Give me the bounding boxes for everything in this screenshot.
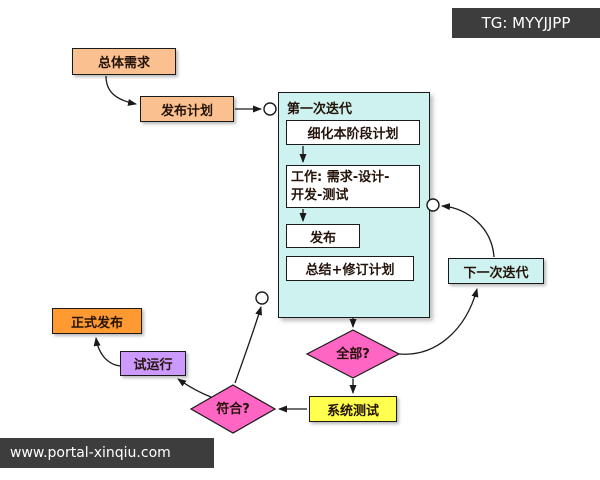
decision-all-diamond <box>305 329 401 379</box>
connector-circle-right <box>426 198 440 212</box>
next-iteration-box: 下一次迭代 <box>448 258 544 284</box>
arrow-next-to-connector <box>441 203 495 258</box>
release-step: 发布 <box>286 224 360 248</box>
system-test-box: 系统测试 <box>309 396 397 422</box>
summary-step: 总结+修订计划 <box>286 256 414 281</box>
release-plan-box: 发布计划 <box>140 96 234 122</box>
refine-plan-step: 细化本阶段计划 <box>286 120 420 145</box>
connector-circle-top <box>263 102 277 116</box>
site-watermark-badge: www.portal-xinqiu.com <box>0 438 214 468</box>
arrow-pass-to-connector <box>234 306 263 384</box>
arrow-req-to-plan <box>105 75 137 106</box>
decision-pass-diamond <box>189 384 277 434</box>
arrow-all-to-next <box>398 288 479 355</box>
overall-requirements-box: 总体需求 <box>72 48 176 75</box>
decision-pass-label: 符合? <box>216 401 250 417</box>
official-release-box: 正式发布 <box>52 308 142 334</box>
arrow-trial-to-release <box>93 337 121 367</box>
arrow-pass-to-trial <box>177 378 212 398</box>
work-step: 工作: 需求-设计- 开发-测试 <box>286 165 420 208</box>
tg-watermark-badge: TG: MYYJJPP <box>452 8 600 38</box>
trial-run-box: 试运行 <box>120 351 186 376</box>
first-iteration-title: 第一次迭代 <box>287 102 353 117</box>
connector-circle-bottom <box>255 291 269 305</box>
decision-all-label: 全部? <box>335 346 370 362</box>
